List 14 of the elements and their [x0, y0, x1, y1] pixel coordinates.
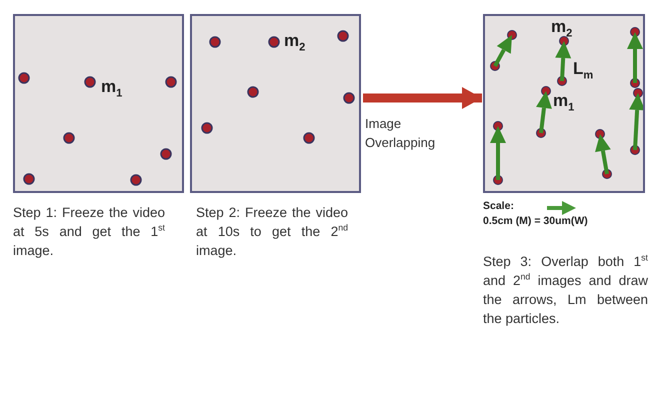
step-caption: Step 3: Overlap both 1$^{st}$ and 2$^{nd}$ images and draw the arrows, Lm between the particles. [483, 252, 648, 328]
particle-label: m$_{1}$ [553, 92, 574, 109]
frame-panel [483, 14, 645, 193]
arrow [363, 87, 482, 109]
particle-label: m$_{2}$ [284, 32, 306, 49]
step-caption: Step 1: Freeze the video at 5s and get the 1$^{st}$ image. [13, 204, 165, 260]
particle-label: m$_{2}$ [551, 18, 572, 35]
scale-value: 0.5cm (M) = 30um(W) [483, 215, 589, 227]
step-caption: Step 2: Freeze the video at 10s to get the 2$^{nd}$ image. [196, 204, 348, 260]
frame-panel [190, 14, 361, 193]
frame-panel [13, 14, 184, 193]
particle-label: L$_{m}$ [573, 60, 594, 77]
scale-label: Scale: [483, 200, 515, 212]
particle-label: m$_{1}$ [101, 78, 122, 95]
